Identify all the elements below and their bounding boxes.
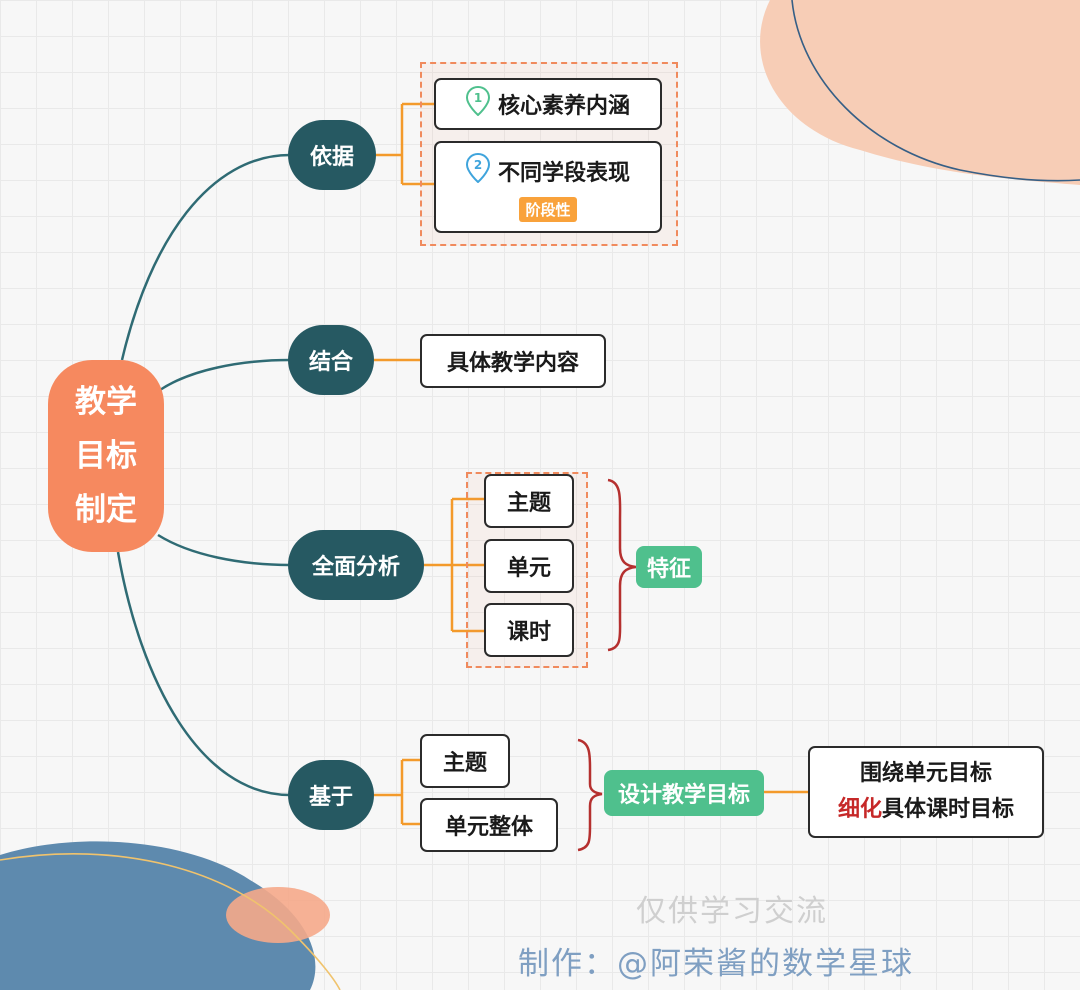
branch-analysis[interactable]: 全面分析 <box>288 530 424 600</box>
brace-analysis <box>607 478 637 652</box>
map-pin-icon: 1 <box>465 85 490 122</box>
connector-root-combine <box>159 358 291 392</box>
root-text-2: 目标 <box>75 438 137 474</box>
pin-number-1: 1 <box>474 91 482 105</box>
analysis-item-lesson[interactable]: 课时 <box>484 603 574 657</box>
branch-combine[interactable]: 结合 <box>288 325 374 395</box>
based-on-item-theme-text: 主题 <box>442 751 487 776</box>
root-text-1: 教学 <box>75 384 137 420</box>
connector-analysis-leaves <box>424 497 484 633</box>
connector-based-on-leaves <box>374 758 420 826</box>
connector-basis-leaves <box>376 102 434 186</box>
root-text-3: 制定 <box>75 492 137 528</box>
branch-combine-label: 结合 <box>308 350 353 375</box>
basis-item-1-text: 核心素养内涵 <box>497 94 630 119</box>
brace-based-on <box>577 738 603 852</box>
root-node[interactable]: 教学 目标 制定 <box>48 360 164 552</box>
decor-curve-top-right <box>791 0 1080 182</box>
analysis-summary[interactable]: 特征 <box>636 546 702 588</box>
analysis-item-theme[interactable]: 主题 <box>484 474 574 528</box>
result-line-1: 围绕单元目标 <box>859 761 992 786</box>
branch-based-on[interactable]: 基于 <box>288 760 374 830</box>
watermark-line-1: 仅供学习交流 <box>636 894 828 929</box>
watermark-line-2: 制作：@阿荣酱的数学星球 <box>518 946 914 982</box>
branch-basis[interactable]: 依据 <box>288 120 376 190</box>
combine-item[interactable]: 具体教学内容 <box>420 334 606 388</box>
based-on-summary-text: 设计教学目标 <box>617 783 750 808</box>
branch-analysis-label: 全面分析 <box>311 555 400 580</box>
basis-item-2[interactable]: 2 不同学段表现 阶段性 <box>434 141 662 233</box>
map-pin-icon: 2 <box>465 152 490 189</box>
result-highlight: 细化 <box>837 797 882 822</box>
decor-blob-bottom-left <box>0 841 316 990</box>
basis-item-2-text: 不同学段表现 <box>497 160 630 186</box>
result-line-2: 细化具体课时目标 <box>838 792 1014 828</box>
based-on-item-unit-text: 单元整体 <box>444 815 533 840</box>
decor-blob-peach <box>226 887 330 943</box>
connector-root-based-on <box>116 551 291 797</box>
analysis-item-unit-text: 单元 <box>506 556 551 581</box>
decor-blob-top-right <box>760 0 1080 185</box>
based-on-item-unit[interactable]: 单元整体 <box>420 798 558 852</box>
connector-root-analysis <box>157 533 291 567</box>
combine-item-text: 具体教学内容 <box>446 351 579 376</box>
based-on-result[interactable]: 围绕单元目标 细化具体课时目标 <box>808 746 1044 838</box>
analysis-summary-text: 特征 <box>646 557 691 582</box>
analysis-item-unit[interactable]: 单元 <box>484 539 574 593</box>
basis-item-1[interactable]: 1 核心素养内涵 <box>434 78 662 130</box>
decor-curve-bottom-left <box>0 853 341 990</box>
branch-basis-label: 依据 <box>309 145 354 170</box>
branch-based-on-label: 基于 <box>308 785 353 810</box>
stage-tag: 阶段性 <box>519 196 577 222</box>
based-on-item-theme[interactable]: 主题 <box>420 734 510 788</box>
pin-number-2: 2 <box>474 158 482 172</box>
based-on-summary[interactable]: 设计教学目标 <box>604 770 764 816</box>
result-line-2-rest: 具体课时目标 <box>882 797 1015 822</box>
analysis-item-theme-text: 主题 <box>506 491 551 516</box>
connector-root-basis <box>120 153 291 361</box>
analysis-item-lesson-text: 课时 <box>506 620 551 645</box>
